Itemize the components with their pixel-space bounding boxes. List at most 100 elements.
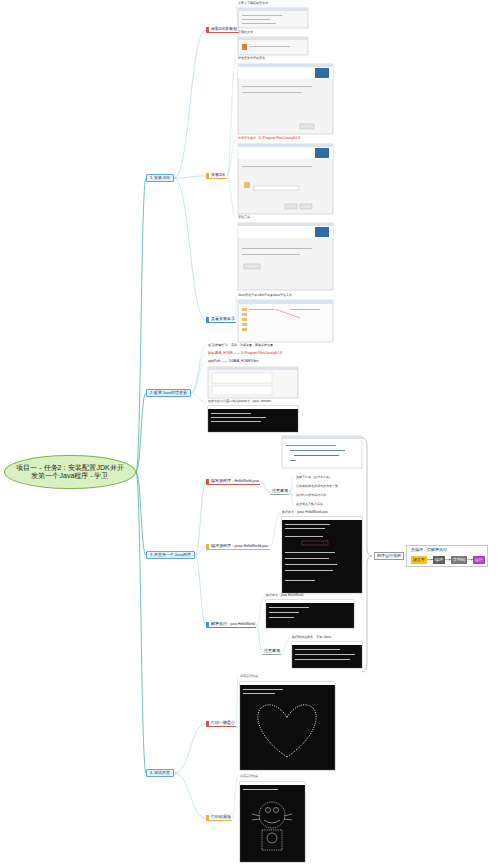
window-frame bbox=[238, 37, 308, 55]
flow-step-box: 字节码 bbox=[451, 556, 467, 564]
java-logo bbox=[315, 148, 329, 158]
cat-head bbox=[259, 802, 285, 828]
console-line bbox=[269, 607, 309, 608]
branch-connector bbox=[136, 472, 146, 773]
window-frame bbox=[208, 367, 298, 398]
console-screenshot bbox=[292, 642, 362, 668]
leaf-label: 公共类的类名必须与文件名一致 bbox=[296, 485, 338, 489]
leaf-label: 执行命令：javac HelloWorld.java bbox=[282, 511, 328, 515]
node-text: 安装JDK bbox=[211, 173, 226, 177]
console-title-bar bbox=[266, 600, 354, 603]
leaf-label: 程序运行结果 bbox=[240, 675, 258, 679]
environment-dialog-screenshot bbox=[208, 367, 298, 398]
subtopic: 查看安装目录 bbox=[206, 317, 236, 323]
leaf-label: 在命令提示符窗口测试java命令：java -version bbox=[208, 400, 271, 404]
highlight-mark bbox=[302, 541, 328, 545]
download-screenshot bbox=[238, 37, 308, 55]
text-line bbox=[242, 23, 276, 24]
subtopic: 获取JDK安装包 bbox=[206, 27, 239, 33]
installer-screenshot bbox=[238, 223, 333, 290]
node-text: 查看安装目录 bbox=[211, 317, 235, 321]
node-text: 字节码 bbox=[453, 558, 465, 562]
installer-banner bbox=[238, 67, 333, 79]
console-line bbox=[285, 536, 323, 537]
node-text: 编写源程序：HelloWorld.java bbox=[211, 479, 259, 483]
cat-pocket bbox=[267, 833, 277, 843]
installer-screenshot bbox=[238, 144, 333, 214]
flow-step-box: 源文件 bbox=[411, 556, 427, 564]
branch-connector bbox=[174, 773, 206, 818]
leaf-label: 执行命令：java HelloWorld bbox=[266, 594, 303, 598]
console-title-bar bbox=[240, 782, 305, 785]
window-title-bar bbox=[282, 436, 362, 439]
flow-step-box: 编译 bbox=[433, 556, 445, 564]
installer-banner bbox=[238, 226, 333, 238]
leaf-line bbox=[227, 139, 236, 176]
text-line bbox=[242, 248, 312, 249]
explorer-screenshot bbox=[238, 300, 333, 342]
window-button bbox=[285, 204, 297, 209]
branch-connector bbox=[174, 178, 206, 320]
branch-connector bbox=[174, 30, 206, 178]
leaf-line bbox=[232, 777, 238, 818]
text-line bbox=[242, 15, 282, 16]
group-bracket bbox=[362, 438, 372, 672]
leaf-label: 从官方下载获取安装包 bbox=[238, 2, 268, 6]
branch-topic: 1. 安装JDK bbox=[146, 174, 174, 183]
node-text: 4. 调试开发 bbox=[150, 771, 170, 776]
leaf-label: 下载的文件 bbox=[238, 31, 253, 35]
leaf-label: 安装完成 bbox=[238, 216, 250, 220]
window-title-bar bbox=[238, 64, 333, 67]
console-line bbox=[295, 654, 355, 655]
node-text: 3. 开发第一个Java程序 bbox=[150, 553, 191, 558]
console-line bbox=[269, 612, 299, 613]
folder-icon bbox=[244, 182, 250, 188]
console-line bbox=[211, 421, 261, 422]
node-text: 编译 bbox=[435, 558, 443, 562]
leaf-line bbox=[191, 346, 206, 393]
node-text: 获取JDK安装包 bbox=[211, 27, 238, 31]
console-screenshot bbox=[282, 517, 362, 593]
leaf-label: 执行时使用类名，不加 .class bbox=[292, 636, 331, 640]
branch-connector bbox=[195, 555, 206, 625]
console-frame bbox=[292, 642, 362, 668]
leaf-label: 编辑Path —— %JAVA_HOME%\bin; bbox=[208, 360, 259, 364]
console-line bbox=[285, 570, 333, 571]
window-title-bar bbox=[238, 223, 333, 226]
node-text: 项目一 - 任务2：安装配置JDK并开发第一个Java程序 - 学卫 bbox=[15, 464, 125, 481]
node-text: 1. 安装JDK bbox=[150, 176, 170, 181]
variable-list bbox=[212, 386, 272, 395]
console-title-bar bbox=[292, 642, 362, 645]
console-line bbox=[285, 524, 330, 525]
branch-connector bbox=[195, 547, 206, 555]
window-title-bar bbox=[238, 37, 308, 40]
subtopic: 打印机器猫 bbox=[206, 815, 232, 821]
note-topic: 注意事项 bbox=[270, 489, 289, 495]
folder-icon bbox=[242, 318, 247, 321]
cat-body bbox=[262, 830, 282, 850]
leaf-label: 英文状态下输入标点 bbox=[296, 503, 323, 507]
leaf-line bbox=[270, 513, 280, 547]
window-title-bar bbox=[238, 300, 333, 304]
window-frame bbox=[238, 300, 333, 342]
node-text: 程序运行流程 bbox=[377, 554, 401, 558]
code-line bbox=[290, 450, 345, 451]
variable-list bbox=[212, 373, 272, 383]
node-text: 源文件 bbox=[413, 558, 425, 562]
leaf-label: 在“系统属性”中，高级 - 环境变量，新建系统变量 bbox=[208, 344, 273, 348]
window-title-bar bbox=[238, 144, 333, 147]
window-frame bbox=[238, 223, 333, 290]
console-line bbox=[269, 617, 294, 618]
console-line bbox=[243, 693, 275, 694]
code-line bbox=[286, 445, 336, 446]
console-line bbox=[295, 649, 340, 650]
text-line bbox=[290, 309, 320, 310]
node-text: 注意事项 bbox=[272, 489, 288, 493]
console-frame bbox=[266, 600, 354, 628]
console-line bbox=[211, 417, 266, 418]
window-title-bar bbox=[238, 8, 308, 11]
leaf-line bbox=[256, 596, 264, 625]
node-text: 打印一颗爱心 bbox=[211, 721, 235, 725]
window-button bbox=[300, 124, 314, 129]
